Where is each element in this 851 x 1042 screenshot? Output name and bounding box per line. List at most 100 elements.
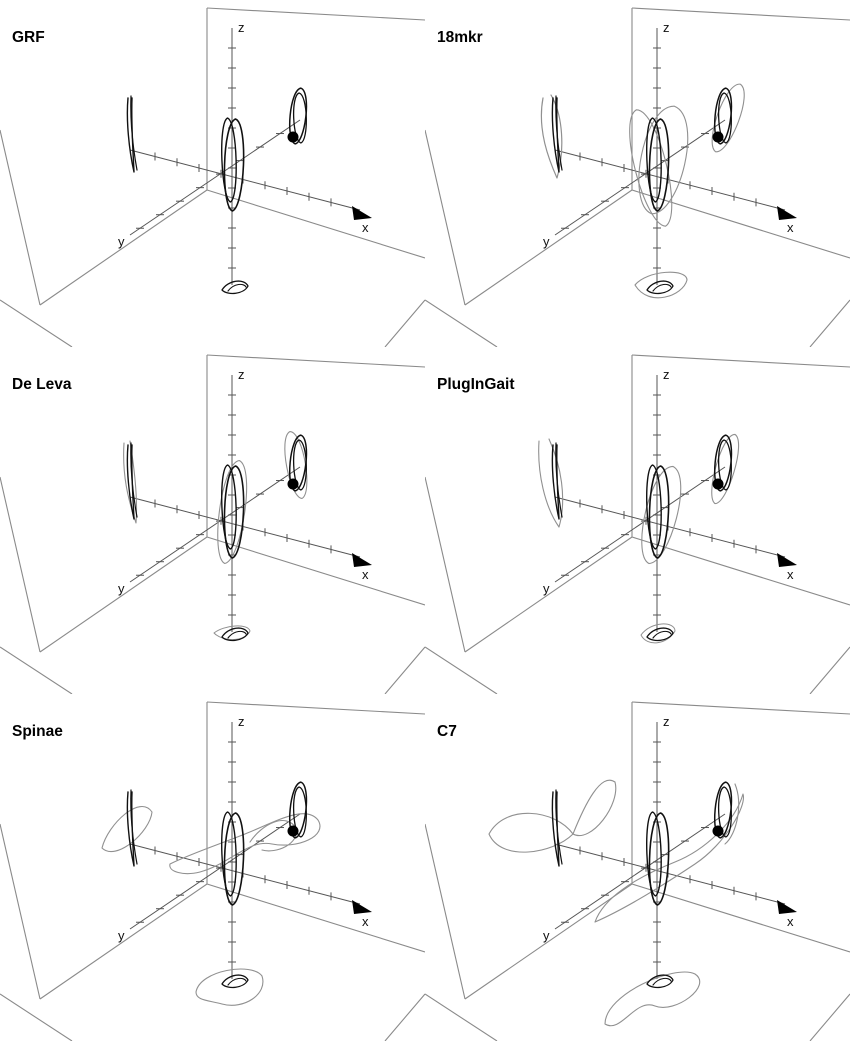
y-axis-line	[129, 813, 301, 930]
frame-bottom-right	[384, 299, 425, 347]
frame-floor-right	[631, 883, 850, 953]
frame-bottom-left	[425, 646, 498, 694]
reference-sagittal-trace	[555, 95, 563, 171]
reference-center-loop	[648, 118, 670, 212]
panel-plot: zxy	[0, 354, 425, 694]
frame-left-wall	[0, 823, 41, 1000]
y-axis-line	[129, 119, 301, 236]
reference-sagittal-trace	[126, 444, 135, 520]
frame-top-right	[206, 701, 425, 715]
reference-transverse-loop	[646, 280, 674, 295]
frame-floor-right	[206, 883, 425, 953]
comparison-center-loop	[641, 465, 682, 565]
comparison-sagittal-loop	[101, 805, 153, 853]
panel-18mkr: z x y 18mkr	[425, 0, 850, 347]
reference-frontal-loop	[289, 781, 308, 839]
z-axis-label: z	[663, 20, 670, 35]
reference-transverse-loop	[227, 630, 247, 639]
z-axis-label: z	[238, 714, 245, 729]
frame-floor-left	[464, 536, 633, 653]
y-axis-label: y	[543, 928, 550, 943]
z-axis-label: z	[663, 714, 670, 729]
frame-top-right	[631, 701, 850, 715]
panel-plot: zxy	[0, 7, 425, 347]
x-axis-arrowhead	[352, 206, 372, 220]
comparison-center-trace	[169, 813, 321, 875]
frame-top-right	[631, 354, 850, 368]
reference-transverse-loop	[652, 283, 672, 292]
reference-sagittal-trace	[126, 791, 135, 867]
reference-center-loop	[648, 812, 670, 906]
z-axis-label: z	[663, 367, 670, 382]
reference-center-loop	[646, 117, 662, 203]
x-axis-label: x	[787, 914, 794, 929]
y-axis-label: y	[118, 581, 125, 596]
panel-title: De Leva	[12, 376, 72, 393]
frame-top-right	[206, 7, 425, 21]
x-axis-arrowhead	[777, 206, 797, 220]
reference-center-loop	[221, 117, 237, 203]
panel-title: 18mkr	[437, 29, 483, 46]
comparison-frontal-loop	[711, 433, 740, 505]
comparison-frontal-trace	[724, 783, 740, 845]
x-axis-line	[129, 843, 361, 905]
reference-transverse-loop	[646, 627, 674, 642]
y-axis-label: y	[543, 234, 550, 249]
comparison-center-loop	[629, 109, 673, 227]
reference-center-loop	[221, 811, 237, 897]
frame-bottom-right	[809, 993, 850, 1041]
x-axis-arrowhead	[777, 900, 797, 914]
frame-left-wall	[425, 823, 466, 1000]
frame-left-wall	[0, 129, 41, 306]
frame-bottom-left	[425, 299, 498, 347]
reference-frontal-loop	[289, 434, 308, 492]
reference-frontal-loop	[718, 92, 732, 144]
reference-transverse-loop	[221, 974, 249, 989]
comparison-transverse-loop	[604, 971, 701, 1027]
comparison-center-trace	[594, 793, 744, 923]
reference-frontal-loop	[293, 786, 307, 838]
reference-sagittal-trace	[555, 789, 563, 865]
reference-transverse-loop	[227, 977, 247, 986]
frame-bottom-right	[809, 646, 850, 694]
frame-floor-left	[39, 536, 208, 653]
panel-plot: zxy	[425, 354, 850, 694]
x-axis-label: x	[787, 220, 794, 235]
frame-top-right	[206, 354, 425, 368]
frame-bottom-left	[0, 646, 73, 694]
x-axis-arrowhead	[352, 900, 372, 914]
reference-sagittal-trace	[551, 791, 560, 867]
reference-frontal-loop	[714, 434, 733, 492]
frame-left-wall	[425, 476, 466, 653]
center-of-mass-marker	[287, 478, 299, 490]
reference-sagittal-trace	[551, 97, 560, 173]
reference-sagittal-trace	[555, 442, 563, 518]
reference-transverse-loop	[646, 974, 674, 989]
center-of-mass-marker	[712, 131, 724, 143]
panel-plot: zxy	[0, 701, 425, 1041]
reference-center-loop	[646, 811, 662, 897]
reference-transverse-loop	[221, 280, 249, 295]
reference-center-loop	[223, 118, 245, 212]
x-axis-arrowhead	[777, 553, 797, 567]
x-axis-arrowhead	[352, 553, 372, 567]
panel-plot: z x y	[425, 7, 850, 347]
comparison-sagittal-trace	[538, 438, 564, 528]
x-axis-line	[554, 843, 786, 905]
frame-floor-right	[631, 189, 850, 259]
frame-top-right	[631, 7, 850, 21]
frame-bottom-right	[384, 993, 425, 1041]
frame-left-wall	[425, 129, 466, 306]
reference-transverse-loop	[652, 630, 672, 639]
comparison-transverse-loop	[195, 968, 264, 1006]
reference-frontal-loop	[293, 92, 307, 144]
frame-bottom-left	[0, 993, 73, 1041]
y-axis-line	[554, 466, 726, 583]
frame-floor-left	[39, 883, 208, 1000]
reference-transverse-loop	[652, 977, 672, 986]
center-of-mass-marker	[712, 478, 724, 490]
